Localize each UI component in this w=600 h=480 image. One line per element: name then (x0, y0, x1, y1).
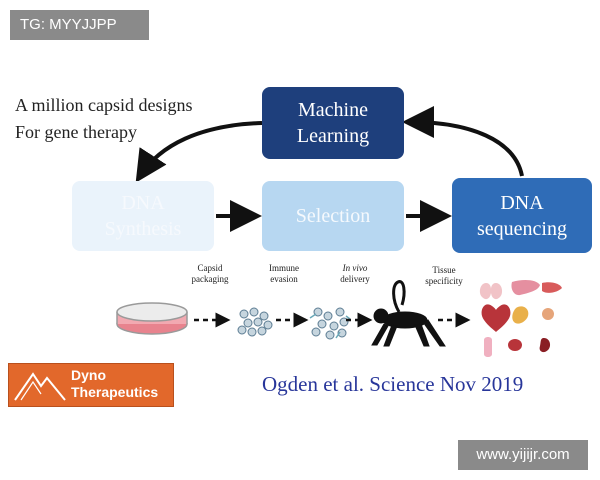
step-label-immune: Immune evasion (254, 263, 314, 285)
selection-label: Selection (295, 205, 371, 227)
step-label-tissue-1: Tissue (432, 265, 456, 275)
arrow-sequencing-to-ml (402, 106, 524, 177)
watermark-top: TG: MYYJJPP (10, 10, 149, 40)
dna-synthesis-label-1: DNA (121, 192, 165, 214)
dna-synthesis-box: DNA Synthesis (72, 181, 214, 251)
step-label-invivo-1: In vivo (342, 263, 368, 273)
arrow-ml-to-synthesis (135, 121, 263, 183)
capsid-particles-icon (237, 307, 273, 337)
capsid-particles-evasion-icon (309, 307, 351, 340)
logo-text-line-1: Dyno (71, 367, 106, 383)
headline-line-2: For gene therapy (15, 122, 137, 142)
petri-dish-icon (116, 302, 188, 335)
mountain-logo-icon (14, 372, 66, 401)
step-label-tissue-2: specificity (425, 276, 463, 286)
dna-sequencing-box: DNA sequencing (452, 178, 592, 253)
machine-learning-label-1: Machine (298, 99, 368, 121)
step-label-immune-2: evasion (270, 274, 298, 284)
citation: Ogden et al. Science Nov 2019 (262, 372, 524, 396)
organs-icon (479, 280, 562, 357)
step-label-capsid-2: packaging (191, 274, 229, 284)
step-label-invivo-2: delivery (340, 274, 370, 284)
monkey-icon (371, 280, 446, 347)
headline-line-1: A million capsid designs (15, 95, 193, 115)
logo-text: Dyno Therapeutics (71, 367, 158, 401)
step-label-invivo: In vivo delivery (325, 263, 385, 285)
diagram-graphics (116, 106, 562, 357)
dyno-therapeutics-logo: Dyno Therapeutics (8, 363, 174, 407)
dna-sequencing-label-1: DNA (500, 191, 544, 214)
dna-synthesis-label-2: Synthesis (104, 218, 182, 240)
logo-text-line-2: Therapeutics (71, 384, 159, 400)
step-label-capsid-1: Capsid (197, 263, 223, 273)
step-label-immune-1: Immune (269, 263, 299, 273)
watermark-bottom: www.yijijr.com (458, 440, 588, 470)
machine-learning-box: Machine Learning (262, 87, 404, 159)
dna-sequencing-label-2: sequencing (477, 217, 567, 240)
machine-learning-label-2: Learning (296, 125, 370, 147)
selection-box: Selection (262, 181, 404, 251)
step-label-capsid: Capsid packaging (180, 263, 240, 285)
step-label-tissue: Tissue specificity (414, 265, 474, 287)
